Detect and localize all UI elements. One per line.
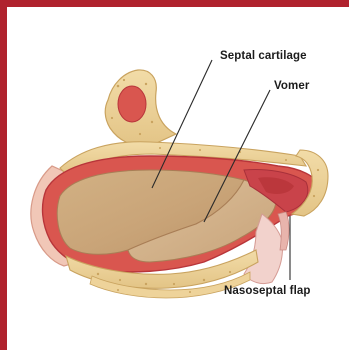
label-vomer: Vomer xyxy=(274,80,309,92)
label-nasoseptal-flap: Nasoseptal flap xyxy=(224,285,311,297)
label-septal-cartilage: Septal cartilage xyxy=(220,50,307,62)
frontal-sinus xyxy=(118,86,146,122)
